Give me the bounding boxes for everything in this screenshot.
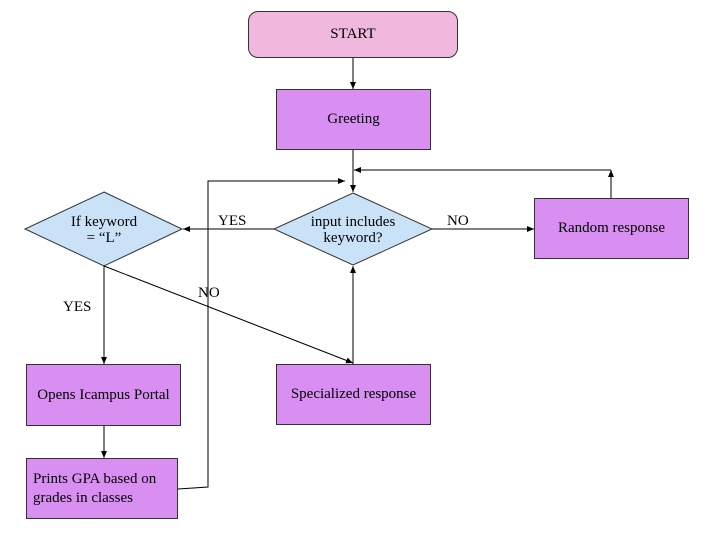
decision-keyword-shape [23,191,184,267]
edge-label-no-diagonal: NO [198,285,220,301]
specialized-response-label: Specialized response [290,386,417,402]
edge-label-yes-left: YES [218,213,247,229]
icampus-portal-node: Opens Icampus Portal [26,364,181,426]
arrow-keyword-no-to-specialized [103,265,354,364]
arrow-gpa-loop-to-input [177,178,345,490]
edge-label-no-right: NO [447,213,469,229]
print-gpa-node: Prints GPA based on grades in classes [26,458,178,519]
random-response-label: Random response [557,220,666,236]
greeting-node-label: Greeting [327,111,380,127]
icampus-portal-label: Opens Icampus Portal [37,386,170,403]
start-node-label: START [330,26,376,42]
greeting-node: Greeting [276,89,431,150]
start-node: START [248,11,458,58]
edge-label-yes-down: YES [63,299,92,315]
specialized-response-node: Specialized response [276,364,431,425]
print-gpa-label: Prints GPA based on grades in classes [33,470,157,506]
decision-input-shape [272,192,434,266]
random-response-node: Random response [534,198,689,259]
